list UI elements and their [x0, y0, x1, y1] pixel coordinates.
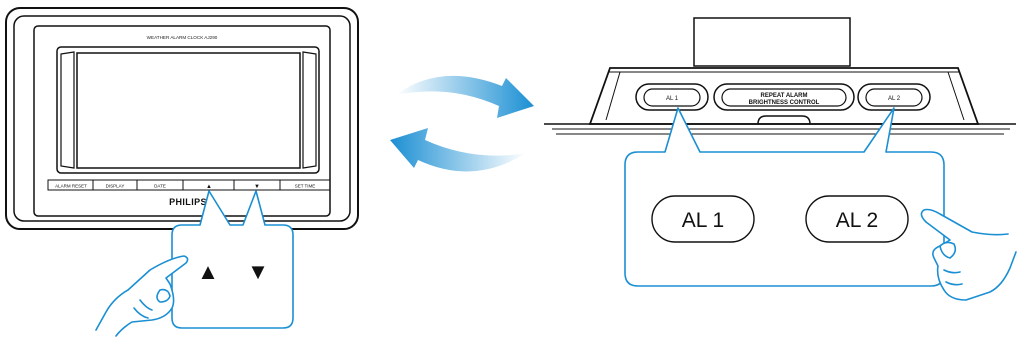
callout-down-arrow: ▼: [247, 259, 269, 284]
callout-al1-button: [651, 195, 755, 243]
al1-button-label: AL 1: [666, 96, 679, 102]
front-clock-screen-right-bezel: [302, 51, 317, 169]
pointing-hand-icon: [920, 208, 1017, 301]
al2-button-label: AL 2: [888, 96, 901, 102]
front-clock: WEATHER ALARM CLOCK AJ290 ALARM RESET DI…: [5, 7, 359, 230]
callout-al1-label: AL 1: [682, 209, 724, 232]
front-clock-display: [76, 52, 301, 169]
rotate-arrows-icon: [390, 75, 534, 172]
button-set-time[interactable]: SET TIME: [295, 184, 316, 189]
button-alarm-reset[interactable]: ALARM RESET: [55, 184, 87, 189]
al2-button[interactable]: [865, 88, 923, 107]
top-clock: AL 1 REPEAT ALARM BRIGHTNESS CONTROL AL …: [544, 17, 1016, 135]
front-clock-brand: PHILIPS: [169, 197, 207, 207]
al1-button[interactable]: [643, 88, 701, 107]
front-clock-button-strip: [47, 179, 331, 191]
repeat-brightness-button[interactable]: [721, 88, 847, 107]
al1-button-outer: [635, 83, 709, 111]
front-callout: ▲ ▼: [171, 190, 294, 329]
front-clock-outer-frame: [5, 7, 359, 230]
top-clock-slot: [757, 115, 811, 125]
rotate-arrow-bottom: [390, 128, 526, 172]
callout-al2-button: [805, 195, 909, 243]
pointing-hand-icon: [95, 255, 189, 337]
callout-al2-label: AL 2: [836, 209, 878, 232]
front-clock-buttons: ALARM RESET DISPLAY DATE ▲ ▼ SET TIME: [55, 180, 315, 190]
front-clock-body: [13, 15, 351, 222]
button-up[interactable]: ▲: [206, 184, 212, 190]
top-clock-stand: [693, 17, 851, 67]
button-date[interactable]: DATE: [154, 184, 166, 189]
brightness-control-label: BRIGHTNESS CONTROL: [749, 100, 820, 106]
rotate-arrow-top: [396, 75, 534, 118]
repeat-brightness-button-outer: [713, 83, 855, 111]
front-clock-screen-left-bezel: [60, 51, 75, 169]
repeat-alarm-label: REPEAT ALARM: [761, 93, 808, 99]
front-clock-screen-frame: [56, 46, 320, 174]
button-display[interactable]: DISPLAY: [106, 184, 125, 189]
front-callout-outline: [171, 190, 294, 329]
callout-up-arrow: ▲: [197, 259, 219, 284]
button-down[interactable]: ▼: [254, 184, 260, 190]
front-clock-model-label: WEATHER ALARM CLOCK AJ290: [147, 35, 218, 40]
front-clock-face: [33, 25, 331, 217]
top-callout: AL 1 AL 2: [624, 107, 945, 287]
